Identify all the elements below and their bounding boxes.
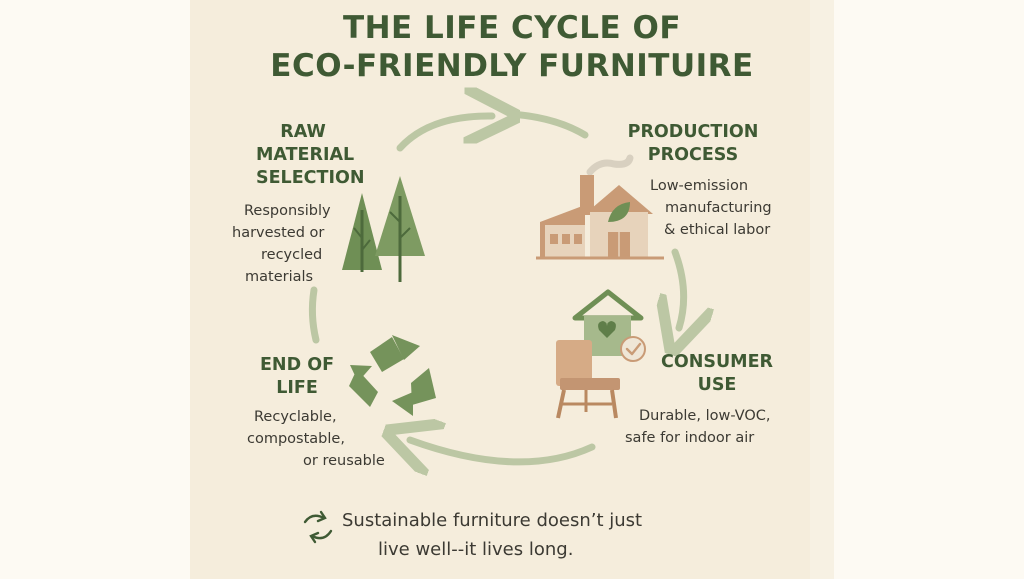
page-title-line-2: ECO-FRIENDLY FURNITUIRE	[270, 48, 754, 84]
use-title-line-2: USE	[697, 375, 737, 395]
arrow-production-to-use	[675, 248, 684, 328]
pine-trees-icon	[342, 176, 425, 282]
stage-desc-end-line-3: or reusable	[303, 453, 385, 469]
stage-title-production: PRODUCTION PROCESS	[605, 121, 781, 167]
right-margin	[834, 0, 1024, 579]
raw-title-line-1: RAW	[280, 122, 326, 142]
stage-desc-use-line-1: Durable, low-VOC,	[639, 408, 771, 424]
prod-title-line-1: PRODUCTION	[627, 122, 759, 142]
stage-desc-use-line-2: safe for indoor air	[625, 430, 755, 446]
stage-desc-raw-line-3: recycled	[261, 247, 323, 263]
page-title-line-1: THE LIFE CYCLE OF	[342, 10, 682, 46]
arrow-top-continuation	[506, 110, 589, 139]
stage-title-end-of-life: END OF LIFE	[250, 354, 344, 400]
stage-desc-raw-line-2: harvested or	[232, 225, 325, 241]
stage-desc-production-line-3: & ethical labor	[664, 222, 771, 238]
tagline-line-1: Sustainable furniture doesn’t just	[342, 510, 643, 531]
stage-title-raw-material: RAW MATERIAL SELECTION	[256, 121, 365, 190]
cycle-arrows-icon	[303, 510, 333, 544]
raw-title-line-3: SELECTION	[256, 168, 365, 188]
end-title-line-1: END OF	[259, 355, 335, 375]
factory-leaf-icon	[536, 154, 664, 260]
use-title-line-1: CONSUMER	[660, 352, 774, 372]
raw-title-line-2: MATERIAL	[256, 145, 355, 165]
tagline-line-2: live well--it lives long.	[378, 539, 574, 560]
stage-desc-production-line-1: Low-emission	[650, 178, 749, 194]
recycle-icon	[349, 335, 436, 416]
arrow-end-to-raw	[308, 286, 320, 344]
prod-title-line-2: PROCESS	[647, 145, 739, 165]
left-margin	[0, 0, 190, 579]
stage-desc-raw-line-4: materials	[245, 269, 314, 285]
arrow-raw-to-production	[396, 116, 492, 152]
chair-house-icon	[556, 289, 646, 419]
stage-desc-end-line-2: compostable,	[247, 431, 345, 447]
stage-desc-raw-line-1: Responsibly	[244, 203, 331, 219]
stage-title-consumer-use: CONSUMER USE	[652, 351, 782, 397]
cycle-arrows	[308, 110, 684, 462]
stage-desc-production-line-2: manufacturing	[665, 200, 772, 216]
arrow-use-to-end	[410, 440, 596, 462]
end-title-line-2: LIFE	[276, 378, 318, 398]
stage-desc-end-line-1: Recyclable,	[254, 409, 337, 425]
